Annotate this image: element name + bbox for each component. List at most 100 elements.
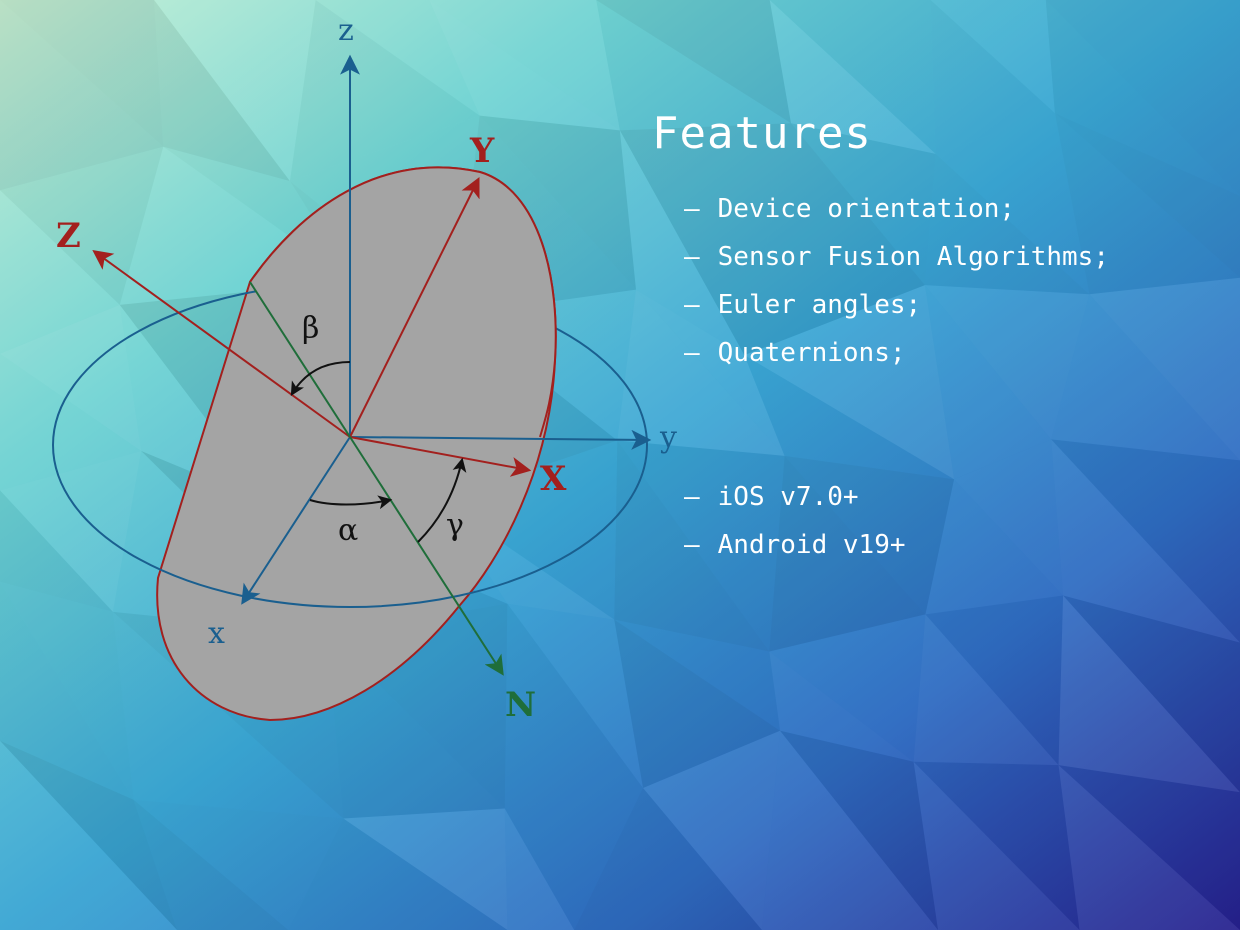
- facet: [617, 440, 785, 652]
- feature-item: –Device orientation;: [684, 185, 1232, 233]
- facet: [635, 289, 785, 456]
- bullet-dash: –: [684, 194, 700, 224]
- facet: [429, 0, 620, 131]
- facet: [574, 788, 762, 930]
- label-alpha: α: [338, 513, 358, 548]
- label-Z-rotated: Z: [56, 216, 81, 256]
- bullet-dash: –: [684, 482, 700, 512]
- facet: [913, 761, 1080, 930]
- facet: [790, 123, 936, 286]
- facet: [0, 490, 113, 612]
- facet: [154, 0, 290, 182]
- facet: [780, 730, 938, 930]
- facet: [619, 123, 791, 356]
- facet: [784, 455, 955, 615]
- facet: [924, 285, 1090, 440]
- gamma-arc: [417, 457, 467, 543]
- node-line-N: [349, 436, 504, 676]
- bullet-dash: –: [684, 338, 700, 368]
- facet: [954, 439, 1064, 596]
- facet: [288, 818, 508, 930]
- facet: [614, 440, 770, 652]
- facet: [617, 289, 785, 456]
- facet: [1089, 277, 1240, 461]
- label-beta: β: [302, 311, 319, 346]
- label-Y-rotated: Y: [469, 131, 495, 171]
- facet: [761, 730, 938, 930]
- label-X-rotated: X: [540, 459, 567, 499]
- rotated-plane-front: [250, 167, 556, 437]
- label-N-node: N: [505, 685, 536, 725]
- x-axis: [241, 436, 351, 605]
- feature-item: –Quaternions;: [684, 329, 1232, 377]
- facet: [924, 285, 1052, 480]
- facet: [133, 799, 289, 930]
- label-y-fixed: y: [659, 420, 677, 455]
- facet: [643, 730, 781, 930]
- facet: [154, 0, 316, 182]
- facet: [614, 619, 781, 789]
- bullet-dash: –: [684, 290, 700, 320]
- y-axis: [349, 429, 652, 450]
- facet: [1051, 439, 1240, 643]
- facet: [1058, 595, 1240, 793]
- facet: [1045, 0, 1240, 196]
- platform-item-label: iOS v7.0+: [717, 482, 859, 512]
- facet: [744, 285, 955, 480]
- facet: [744, 123, 925, 356]
- facet: [1054, 113, 1240, 295]
- facet: [0, 740, 178, 930]
- facet: [479, 115, 636, 290]
- facet: [913, 614, 1059, 766]
- Z-rotated-axis: [92, 250, 351, 438]
- facet: [0, 304, 142, 452]
- facet: [596, 0, 791, 124]
- platform-item-label: Android v19+: [717, 530, 906, 560]
- feature-item-label: Quaternions;: [717, 338, 906, 368]
- Y-rotated-axis: [349, 177, 480, 438]
- facet: [1063, 595, 1240, 793]
- facet: [1051, 439, 1240, 643]
- alpha-arc: [309, 495, 393, 510]
- facet: [1054, 113, 1240, 278]
- facet: [504, 808, 575, 930]
- platforms-list: –iOS v7.0+ –Android v19+: [652, 473, 1232, 569]
- facet: [1058, 765, 1240, 930]
- features-title: Features: [652, 108, 872, 159]
- facet: [913, 761, 1080, 930]
- facet: [769, 455, 926, 652]
- facet: [440, 500, 615, 620]
- facet: [1051, 294, 1240, 461]
- bullet-dash: –: [684, 242, 700, 272]
- facet: [769, 0, 936, 154]
- feature-item-label: Device orientation;: [717, 194, 1016, 224]
- facet: [1058, 765, 1240, 930]
- facet: [1045, 0, 1240, 196]
- label-gamma: γ: [446, 508, 464, 543]
- node-line-upper: [249, 281, 351, 438]
- features-panel: Features –Device orientation; –Sensor Fu…: [652, 108, 1232, 569]
- facet: [0, 740, 178, 930]
- features-list: –Device orientation; –Sensor Fusion Algo…: [652, 185, 1232, 377]
- label-z-fixed: z: [338, 13, 354, 48]
- facet: [343, 808, 508, 930]
- facet: [0, 0, 164, 147]
- feature-item: –Sensor Fusion Algorithms;: [684, 233, 1232, 281]
- facet: [0, 0, 164, 191]
- facet: [0, 353, 142, 491]
- rotated-plane-edge: [249, 166, 557, 438]
- bullet-dash: –: [684, 530, 700, 560]
- facet: [0, 451, 142, 612]
- facet: [429, 0, 620, 131]
- beta-arc: [290, 361, 351, 397]
- X-rotated-axis: [349, 436, 532, 477]
- feature-item-label: Sensor Fusion Algorithms;: [717, 242, 1109, 272]
- label-x-fixed: x: [208, 616, 225, 651]
- platform-item: –Android v19+: [684, 521, 1232, 569]
- facet: [619, 130, 745, 356]
- feature-item: –Euler angles;: [684, 281, 1232, 329]
- platform-item: –iOS v7.0+: [684, 473, 1232, 521]
- feature-item-label: Euler angles;: [717, 290, 922, 320]
